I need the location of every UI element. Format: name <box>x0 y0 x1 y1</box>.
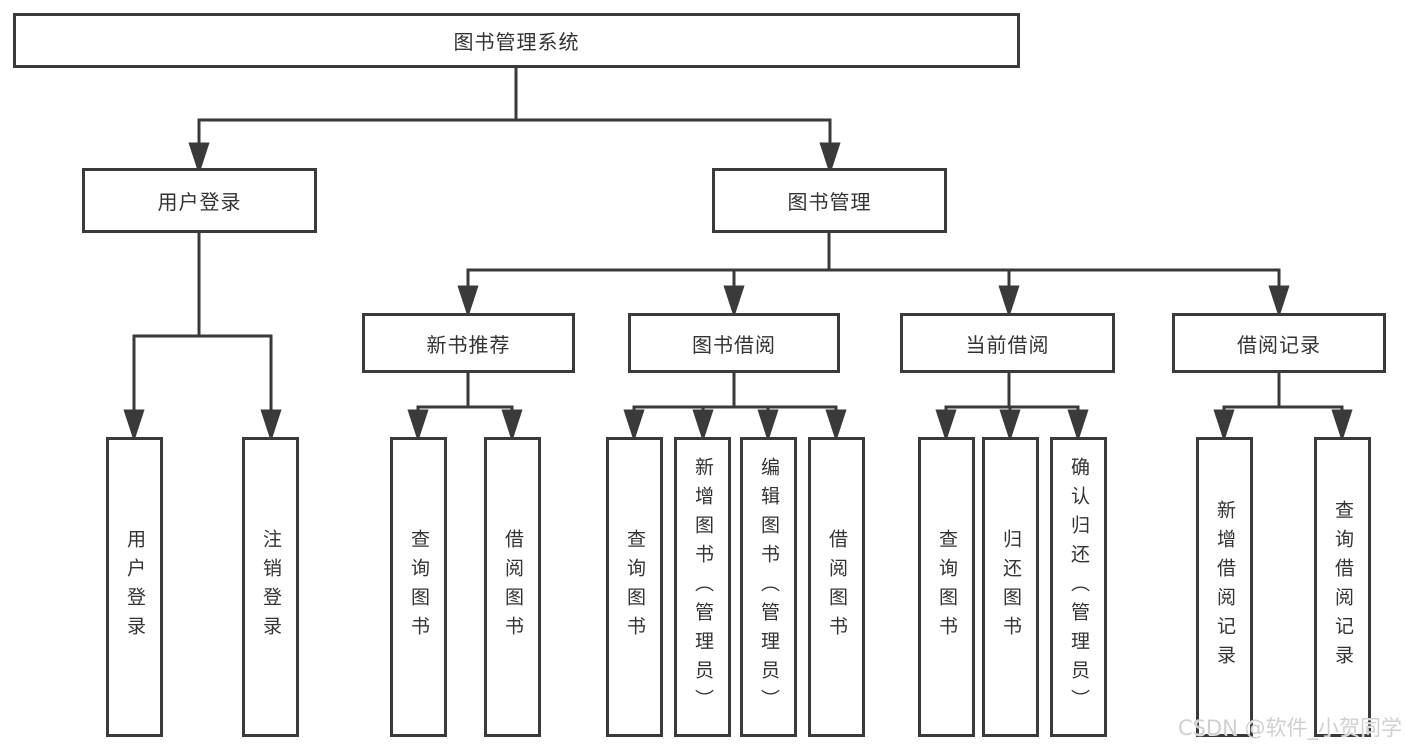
node-library-management-system-label: 图书管理系统 <box>453 30 580 54</box>
leaf-logout-label: 注销登录 <box>260 529 282 645</box>
leaf-add-borrow-record-label: 新增借阅记录 <box>1214 500 1236 674</box>
node-new-book-recommend-label: 新书推荐 <box>426 332 511 357</box>
node-borrow-records-label: 借阅记录 <box>1237 332 1321 357</box>
leaf-return-book-label: 归还图书 <box>1000 529 1022 645</box>
node-current-borrow: 当前借阅 <box>900 313 1115 373</box>
leaf-return-book: 归还图书 <box>982 437 1039 737</box>
leaf-query-borrow-record: 查询借阅记录 <box>1314 437 1371 737</box>
node-current-borrow-label: 当前借阅 <box>965 332 1050 357</box>
node-borrow-records: 借阅记录 <box>1172 313 1386 373</box>
node-book-management: 图书管理 <box>712 168 947 233</box>
connector-book-borrow-children <box>623 373 847 442</box>
leaf-logout: 注销登录 <box>242 437 299 737</box>
node-user-login-label: 用户登录 <box>157 190 242 214</box>
leaf-add-book-admin-label: 新增图书（管理员） <box>692 456 714 718</box>
connector-new-book-children <box>407 373 523 442</box>
leaf-borrow-books: 借阅图书 <box>808 437 865 737</box>
leaf-borrow-books-label: 借阅图书 <box>826 529 848 645</box>
leaf-borrow-books-recommend-label: 借阅图书 <box>502 529 524 645</box>
leaf-query-books-borrow-label: 查询图书 <box>624 529 646 645</box>
connector-current-borrow-children <box>935 373 1089 442</box>
leaf-query-books-current-label: 查询图书 <box>936 529 958 645</box>
leaf-query-books-recommend-label: 查询图书 <box>408 529 430 645</box>
node-library-management-system: 图书管理系统 <box>13 13 1020 68</box>
leaf-user-login: 用户登录 <box>106 437 163 737</box>
node-book-borrow: 图书借阅 <box>628 313 840 373</box>
leaf-query-books-recommend: 查询图书 <box>390 437 447 737</box>
leaf-query-books-current: 查询图书 <box>918 437 975 737</box>
node-book-borrow-label: 图书借阅 <box>692 332 776 357</box>
leaf-add-borrow-record: 新增借阅记录 <box>1196 437 1253 737</box>
leaf-confirm-return-admin-label: 确认归还（管理员） <box>1068 456 1090 718</box>
leaf-query-borrow-record-label: 查询借阅记录 <box>1332 500 1354 674</box>
connector-borrow-records-children <box>1213 373 1353 442</box>
leaf-user-login-label: 用户登录 <box>124 529 146 645</box>
connector-root-to-level2 <box>188 68 841 175</box>
connector-book-management-children <box>457 233 1290 318</box>
node-user-login: 用户登录 <box>82 168 317 233</box>
leaf-confirm-return-admin: 确认归还（管理员） <box>1050 437 1107 737</box>
node-book-management-label: 图书管理 <box>787 190 872 214</box>
leaf-query-books-borrow: 查询图书 <box>606 437 663 737</box>
leaf-borrow-books-recommend: 借阅图书 <box>484 437 541 737</box>
leaf-add-book-admin: 新增图书（管理员） <box>674 437 731 737</box>
leaf-edit-book-admin: 编辑图书（管理员） <box>740 437 797 737</box>
connector-user-login-children <box>123 233 282 442</box>
leaf-edit-book-admin-label: 编辑图书（管理员） <box>758 456 780 718</box>
node-new-book-recommend: 新书推荐 <box>362 313 575 373</box>
